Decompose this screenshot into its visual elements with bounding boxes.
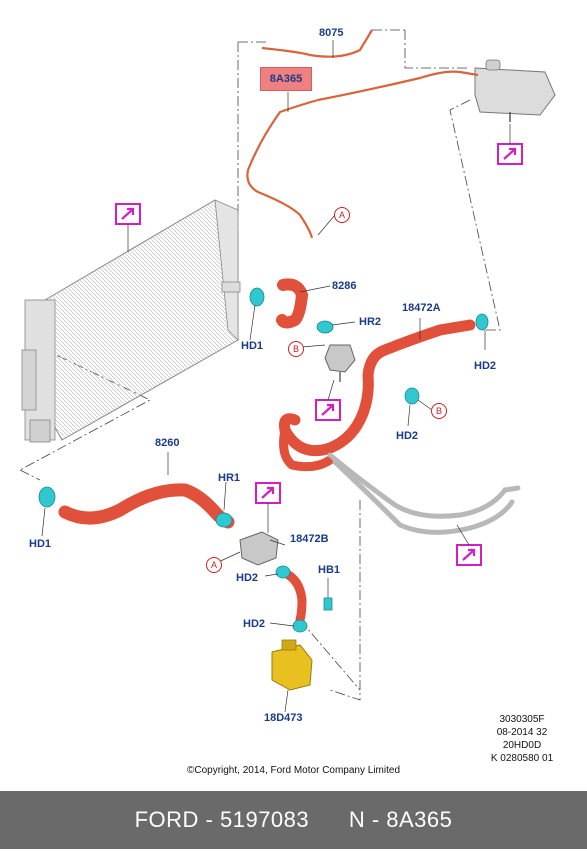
label-18472b: 18472B — [290, 533, 329, 545]
callout-a-upper: A — [334, 207, 350, 223]
thermostat-housing — [324, 344, 356, 382]
label-8260: 8260 — [155, 437, 180, 449]
arrow-box-icon — [115, 203, 141, 252]
arrow-box-icon — [315, 379, 341, 421]
reference-line-3: 20HD0D — [502, 740, 542, 751]
hose-18472b — [280, 568, 307, 625]
footer-bar: FORD - 5197083 N - 8A365 — [0, 791, 587, 849]
label-hd2-lower1: HD2 — [236, 572, 259, 584]
hose-8260 — [58, 483, 235, 529]
label-hd1-upper: HD1 — [241, 340, 264, 352]
vent-lines — [246, 29, 479, 239]
direction-markers — [115, 124, 523, 566]
label-hd1-left: HD1 — [29, 538, 52, 550]
radiator — [21, 199, 241, 443]
label-8075: 8075 — [319, 27, 344, 39]
label-hr1: HR1 — [218, 472, 241, 484]
reference-line-1: 3030305F — [499, 714, 545, 725]
reference-block: 3030305F 08-2014 32 20HD0D K 0280580 01 — [472, 713, 572, 765]
footer-part-number: 5197083 — [219, 807, 310, 832]
coolant-pump — [271, 639, 313, 691]
label-hr2: HR2 — [359, 316, 382, 328]
arrow-box-icon — [497, 124, 523, 165]
label-hb1: HB1 — [318, 564, 341, 576]
label-18d473: 18D473 — [264, 712, 303, 724]
label-hd2-lower2: HD2 — [243, 618, 266, 630]
label-18472a: 18472A — [402, 302, 441, 314]
footer-ref-code: N - 8A365 — [348, 807, 453, 832]
label-8a365-highlight: 8A365 — [260, 67, 312, 91]
metal-pipes — [327, 452, 521, 535]
hose-8286 — [276, 278, 309, 329]
reference-line-2: 08-2014 32 — [496, 727, 548, 738]
label-8286: 8286 — [332, 280, 357, 292]
hose-18472a — [279, 319, 476, 472]
callout-a-lower: A — [206, 557, 222, 573]
label-hd2-mid: HD2 — [396, 430, 419, 442]
callout-b-upper: B — [288, 341, 304, 357]
coolant-valve — [239, 531, 279, 566]
arrow-box-icon — [456, 524, 482, 566]
phantom-lines — [19, 30, 501, 701]
copyright-notice: ©Copyright, 2014, Ford Motor Company Lim… — [186, 765, 401, 776]
footer-brand: FORD — [134, 807, 199, 832]
coolant-reservoir — [474, 59, 556, 122]
label-hd2-right: HD2 — [474, 360, 497, 372]
arrow-box-icon — [255, 482, 281, 533]
reference-line-4: K 0280580 01 — [490, 753, 554, 764]
callout-b-right: B — [431, 403, 447, 419]
